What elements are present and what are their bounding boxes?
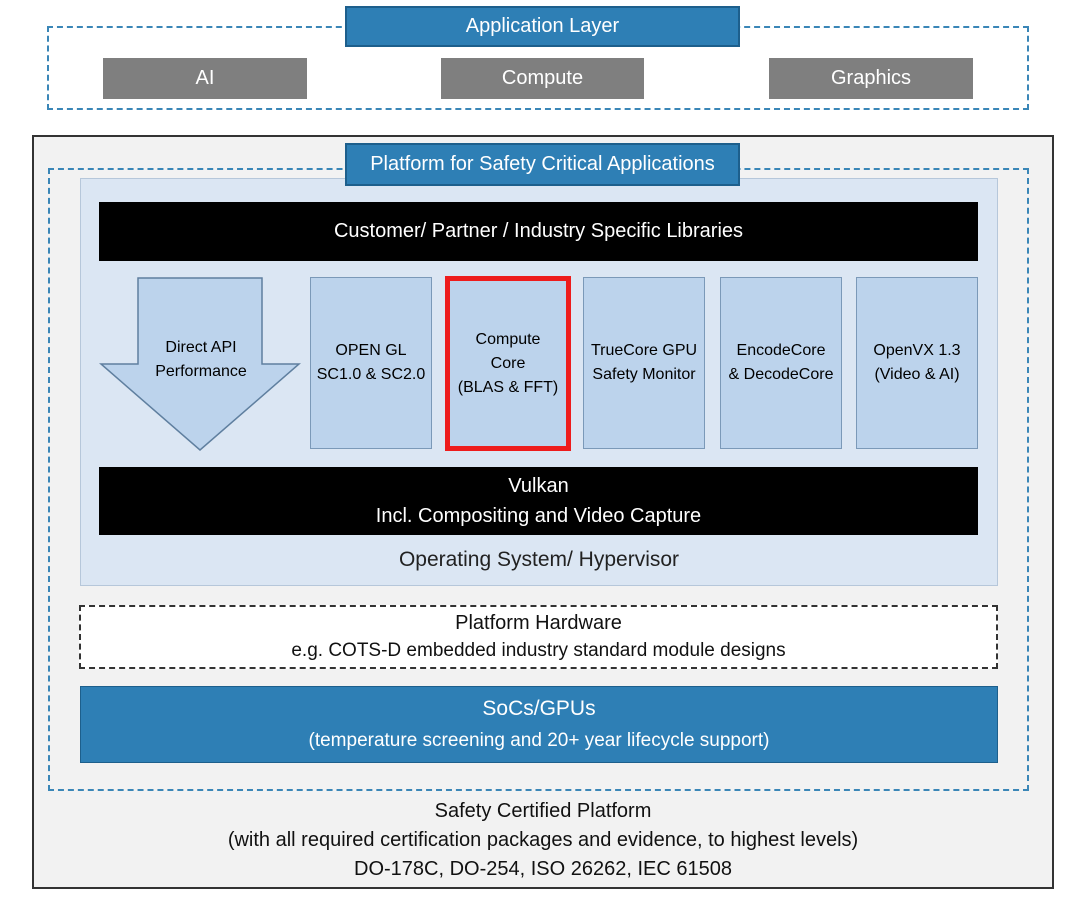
component-line: OPEN GL [335, 342, 407, 359]
application-layer-title: Application Layer [345, 6, 740, 47]
cert-line-1: Safety Certified Platform [434, 799, 652, 822]
component-line: OpenVX 1.3 [873, 342, 961, 359]
platform-hardware-box: Platform Hardware e.g. COTS-D embedded i… [79, 605, 998, 669]
direct-api-line-1: Direct API [165, 339, 237, 356]
socs-gpus-box: SoCs/GPUs (temperature screening and 20+… [80, 686, 998, 763]
opengl-component: OPEN GL SC1.0 & SC2.0 [310, 277, 432, 449]
hardware-title: Platform Hardware [455, 612, 622, 634]
truecore-component: TrueCore GPU Safety Monitor [583, 277, 705, 449]
socs-subtitle: (temperature screening and 20+ year life… [308, 729, 770, 751]
component-line: Compute [475, 330, 541, 348]
component-line: TrueCore GPU [590, 342, 698, 359]
certification-text: Safety Certified Platform (with all requ… [34, 795, 1052, 885]
hardware-subtitle: e.g. COTS-D embedded industry standard m… [291, 640, 786, 661]
direct-api-line-2: Performance [155, 363, 247, 380]
openvx-component: OpenVX 1.3 (Video & AI) [856, 277, 978, 449]
libraries-bar: Customer/ Partner / Industry Specific Li… [99, 202, 978, 261]
app-item-graphics: Graphics [769, 58, 973, 99]
component-line: (Video & AI) [874, 366, 960, 383]
vulkan-bar: Vulkan Incl. Compositing and Video Captu… [99, 467, 978, 535]
vulkan-title: Vulkan [508, 475, 569, 497]
compute-core-component-highlighted: Compute Core (BLAS & FFT) [445, 276, 571, 451]
cert-line-3: DO-178C, DO-254, ISO 26262, IEC 61508 [354, 857, 732, 880]
cert-line-2: (with all required certification package… [227, 828, 859, 851]
direct-api-label: Direct API Performance [130, 330, 272, 390]
vulkan-subtitle: Incl. Compositing and Video Capture [375, 505, 702, 527]
app-item-ai: AI [103, 58, 307, 99]
component-line: Core [490, 354, 526, 372]
down-arrow-icon [99, 277, 301, 451]
encodecore-component: EncodeCore & DecodeCore [720, 277, 842, 449]
os-hypervisor-label: Operating System/ Hypervisor [398, 548, 680, 571]
component-line: Safety Monitor [592, 366, 696, 383]
socs-title: SoCs/GPUs [482, 696, 596, 720]
app-item-compute: Compute [441, 58, 644, 99]
component-line: (BLAS & FFT) [457, 378, 559, 396]
component-line: EncodeCore [736, 342, 826, 359]
component-line: SC1.0 & SC2.0 [316, 366, 426, 383]
component-line: & DecodeCore [728, 366, 834, 383]
platform-title: Platform for Safety Critical Application… [345, 143, 740, 186]
